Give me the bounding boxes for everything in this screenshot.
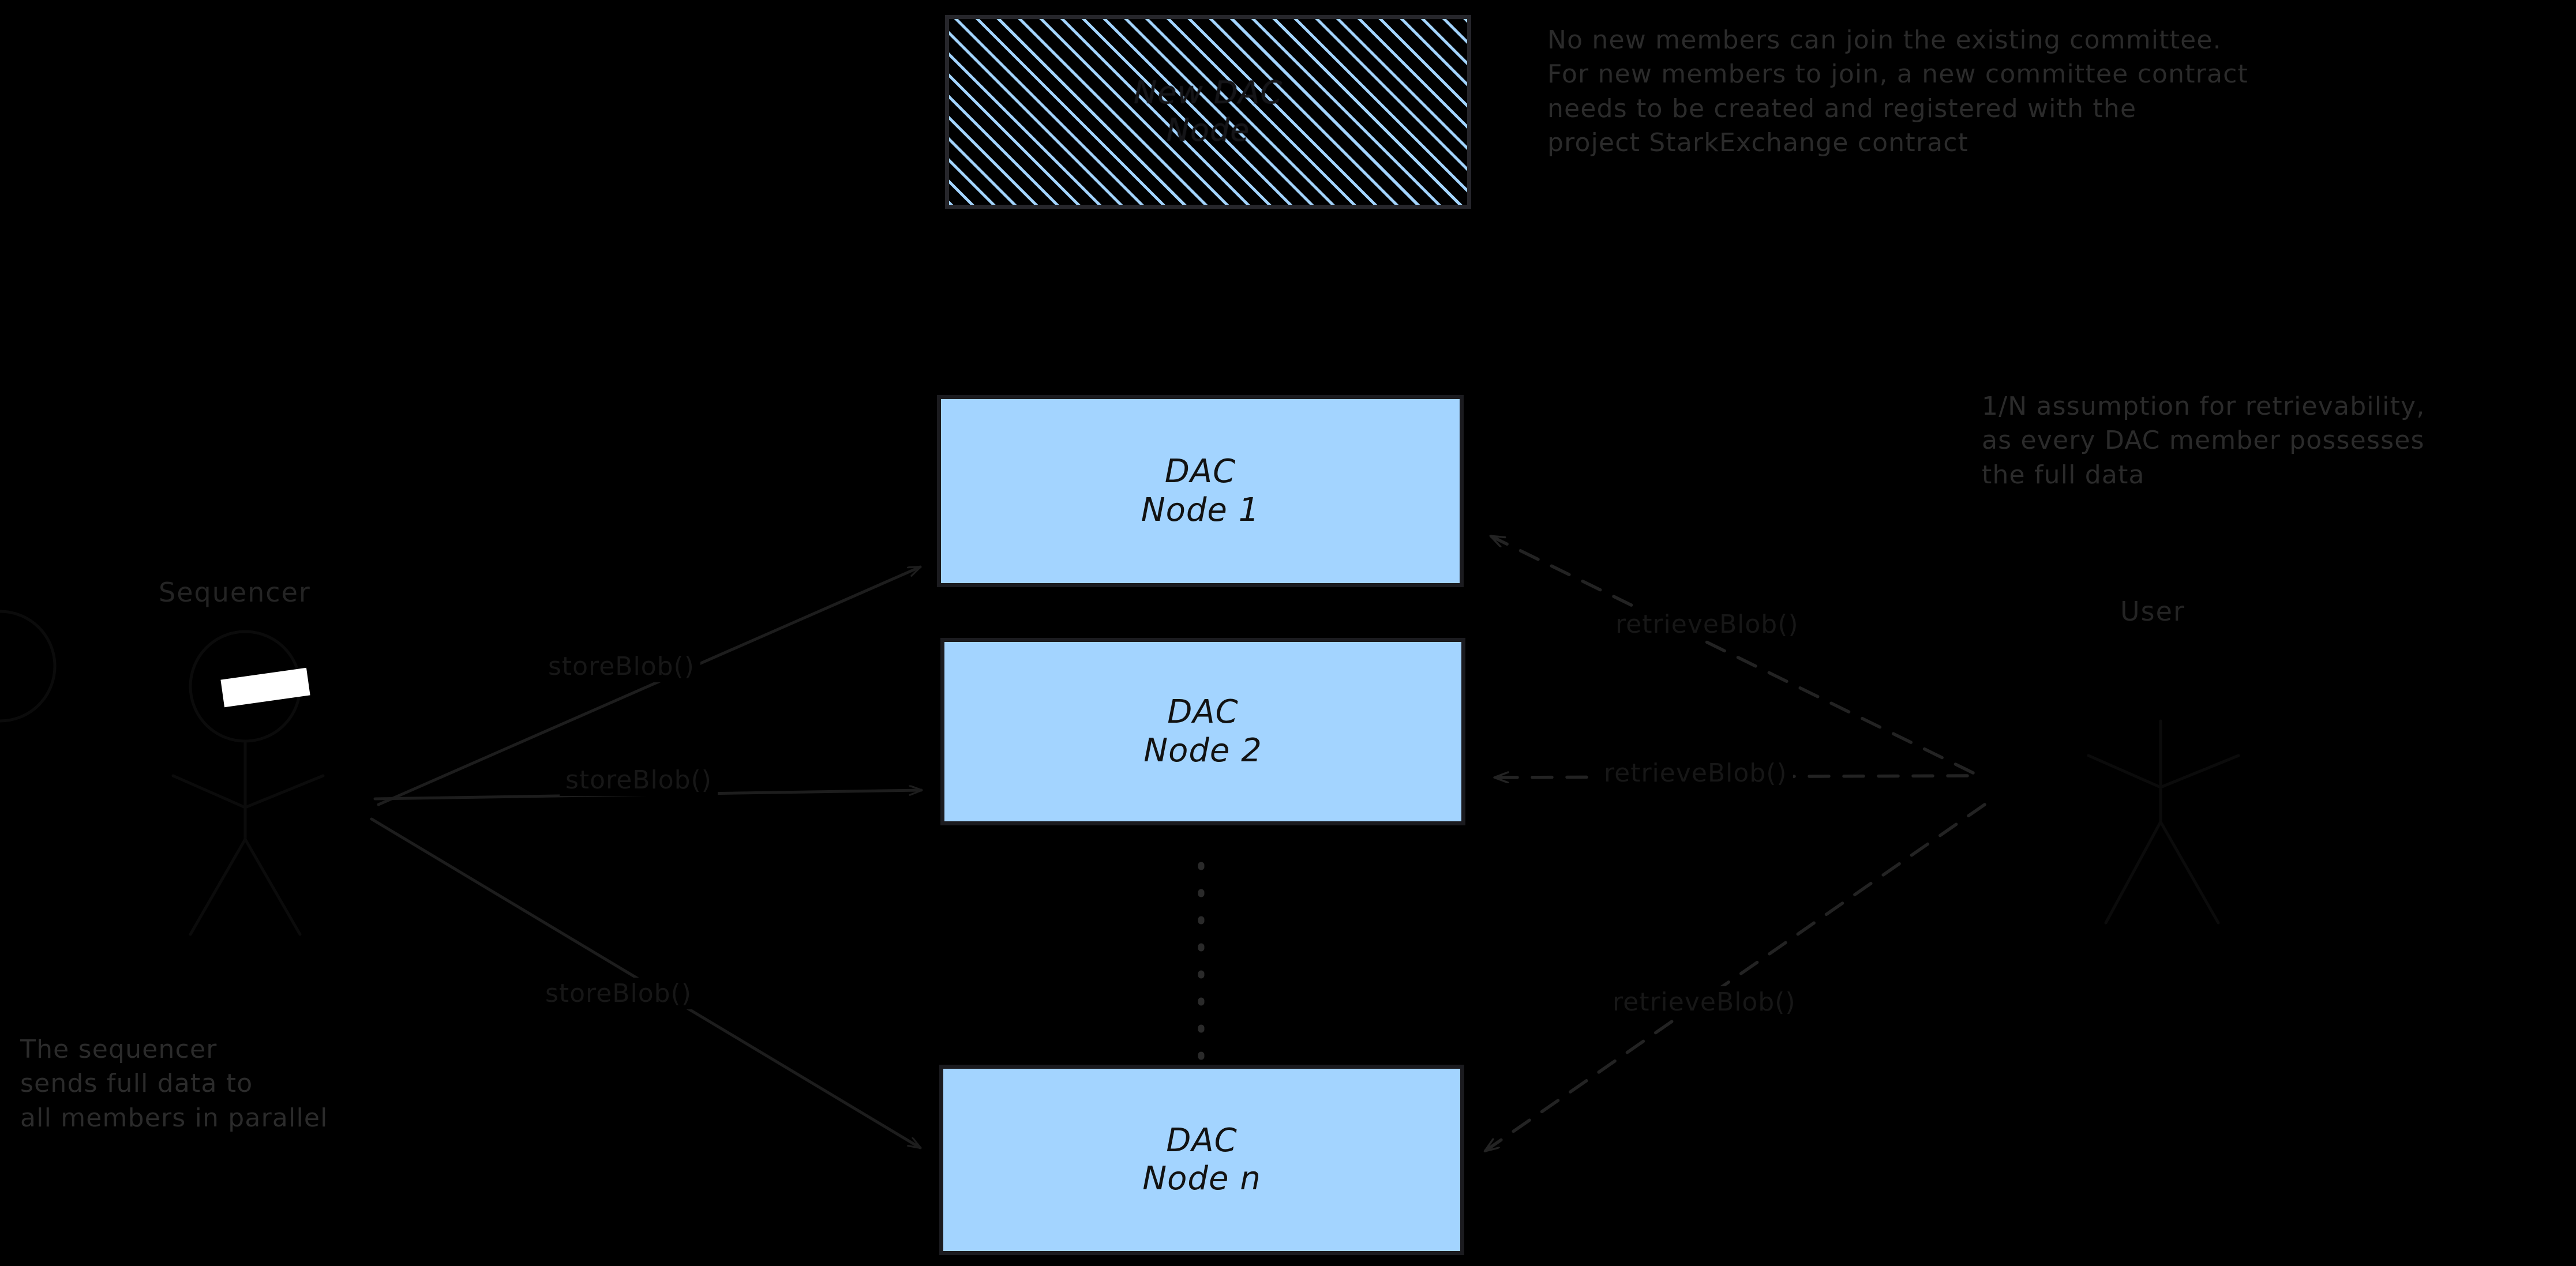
edge-label-retrieve-node2: retrieveBlob() bbox=[1598, 757, 1793, 789]
note-committee: No new members can join the existing com… bbox=[1547, 25, 2248, 158]
arrow-retrieve-noden bbox=[1486, 803, 1986, 1151]
edge-label-store-node2: storeBlob() bbox=[560, 764, 718, 796]
dac-node-n-subtitle: Node n bbox=[1142, 1160, 1261, 1197]
new-dac-node-title: New DAC bbox=[1133, 74, 1283, 111]
sequencer-label: Sequencer bbox=[159, 577, 311, 608]
dac-node-1-box[interactable]: DAC Node 1 bbox=[937, 395, 1464, 587]
edge-label-retrieve-node1: retrieveBlob() bbox=[1610, 608, 1805, 640]
dac-node-2-title: DAC bbox=[1167, 693, 1239, 731]
user-label: User bbox=[2120, 596, 2185, 627]
new-dac-node-subtitle: Node bbox=[1166, 112, 1250, 148]
edge-label-store-node1: storeBlob() bbox=[542, 651, 700, 682]
edge-label-store-noden: storeBlob() bbox=[539, 978, 698, 1009]
arrow-retrieve-node1 bbox=[1491, 535, 1975, 775]
dac-node-1-subtitle: Node 1 bbox=[1141, 491, 1260, 529]
dac-node-n-box[interactable]: DAC Node n bbox=[939, 1065, 1464, 1255]
dac-node-2-subtitle: Node 2 bbox=[1143, 731, 1262, 769]
edge-label-retrieve-noden: retrieveBlob() bbox=[1607, 986, 1802, 1018]
dac-node-n-title: DAC bbox=[1166, 1121, 1238, 1159]
note-sequencer-parallel: The sequencer sends full data to all mem… bbox=[20, 1035, 328, 1133]
new-dac-node-box[interactable]: New DAC Node bbox=[945, 15, 1471, 209]
sequencer-highlight-marker bbox=[220, 667, 310, 708]
dac-node-2-box[interactable]: DAC Node 2 bbox=[940, 638, 1465, 825]
note-retrievability: 1/N assumption for retrievability, as ev… bbox=[1982, 392, 2425, 490]
dac-node-1-title: DAC bbox=[1164, 453, 1236, 491]
